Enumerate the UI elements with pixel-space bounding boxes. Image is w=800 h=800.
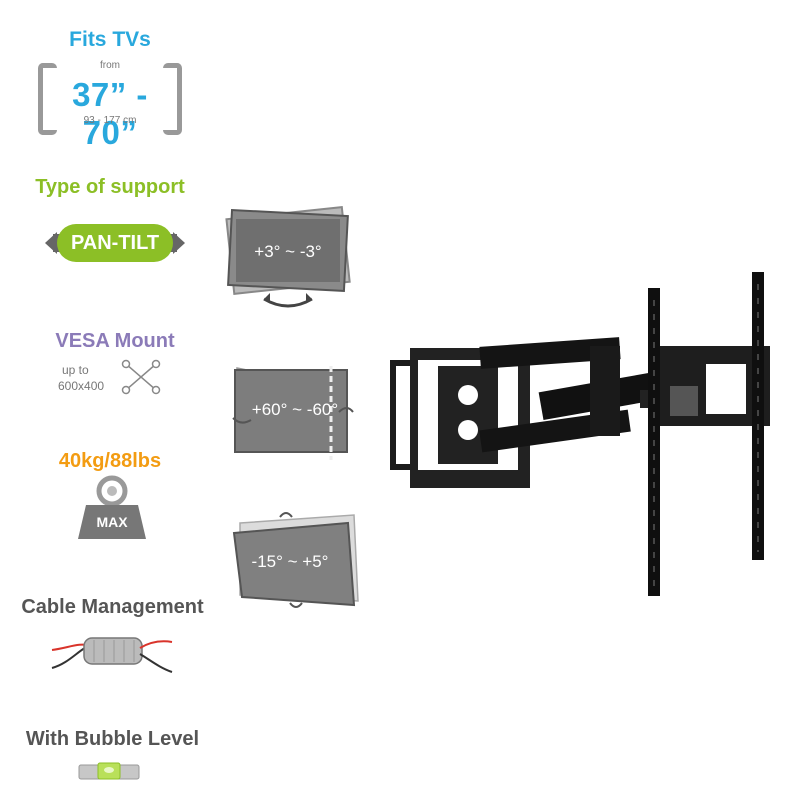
cable-management-icon: [51, 637, 173, 673]
weight-icon: [78, 475, 146, 539]
bubble-title: With Bubble Level: [25, 728, 200, 750]
tv-wall-mount-product-image: [390, 272, 770, 596]
pan-tilt-badge-icon: [45, 224, 185, 262]
support-title: Type of support: [35, 176, 185, 198]
vesa-size: 600x400: [58, 379, 105, 393]
left-bracket-icon: [38, 63, 57, 135]
swivel-icon: [232, 366, 354, 460]
weight-title: 40kg/88lbs: [58, 450, 162, 472]
vesa-up-to: up to: [62, 363, 89, 377]
right-bracket-icon: [163, 63, 182, 135]
tilt-small-icon: [225, 206, 351, 308]
weight-max-label: MAX: [96, 514, 128, 530]
swivel-label: +60° ~ -60°: [251, 400, 339, 419]
tilt-icon: [232, 512, 359, 608]
fits-cm-range: 93 - 177 cm: [83, 115, 137, 126]
pan-tilt-badge-label: PAN-TILT: [70, 232, 160, 254]
fits-tvs-title: Fits TVs: [69, 28, 151, 51]
cable-title: Cable Management: [21, 596, 204, 618]
tilt-label: -15° ~ +5°: [251, 552, 329, 571]
tilt-small-label: +3° ~ -3°: [254, 242, 322, 261]
bubble-level-icon: [78, 762, 140, 780]
fits-size-range: 37” - 70”: [72, 76, 148, 151]
fits-from-label: from: [100, 60, 120, 71]
vesa-cross-icon: [121, 359, 161, 395]
vesa-title: VESA Mount: [55, 330, 175, 352]
